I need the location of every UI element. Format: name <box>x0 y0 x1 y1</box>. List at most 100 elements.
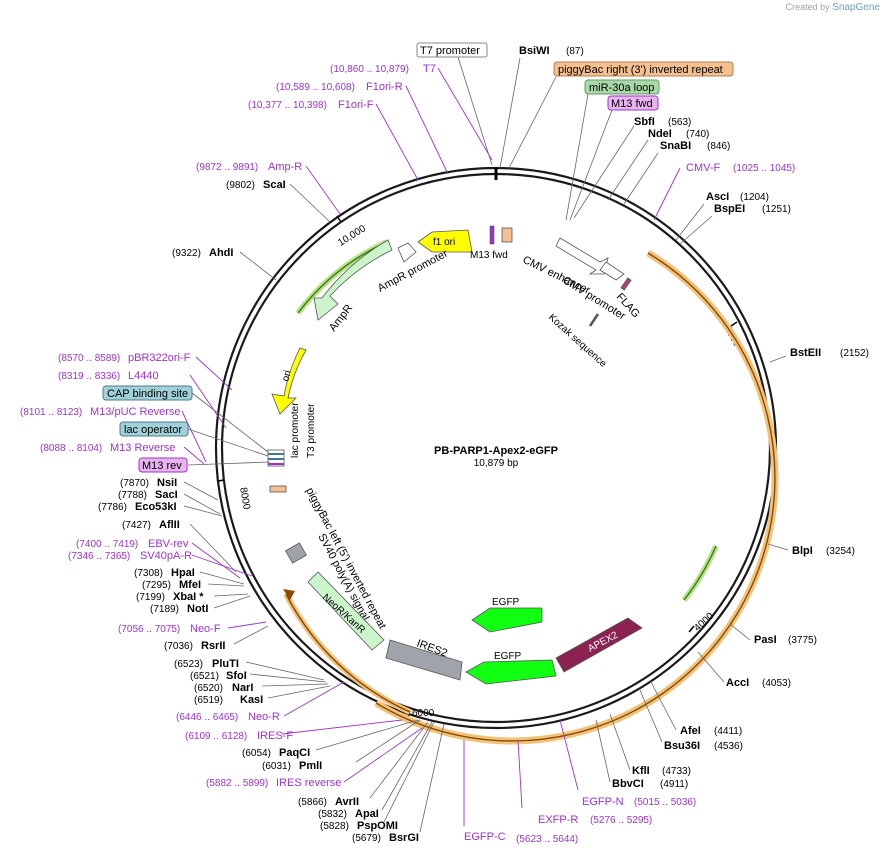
m13-rev-box[interactable] <box>138 457 188 473</box>
primer-m13rev-range: (8088 .. 8104) <box>40 443 102 454</box>
orf-arc-left-core <box>285 593 411 713</box>
line-m13rev <box>187 461 271 466</box>
enz-bbvci-name: BbvCI <box>612 778 644 790</box>
flag-box[interactable] <box>620 277 632 291</box>
line-ahdi <box>239 251 277 281</box>
t7-promoter-box[interactable] <box>416 42 488 58</box>
enz-bsu36i-name: Bsu36I <box>664 740 700 752</box>
enz-bspei-pos: (1251) <box>762 204 791 215</box>
ires2-bar[interactable] <box>385 639 463 681</box>
enz-nari-name: NarI <box>232 682 253 694</box>
primer-neo-r-name: Neo-R <box>248 711 280 723</box>
orf-arc-left-head <box>283 589 295 600</box>
mir30a-text: miR-30a loop <box>589 82 654 94</box>
pline-sv40 <box>191 554 253 577</box>
primer-pbr322-name: pBR322ori-F <box>128 352 191 364</box>
tick-4000-mark <box>688 625 695 633</box>
enz-pasi-pos: (3775) <box>788 635 817 646</box>
pline-neo-f <box>227 621 267 629</box>
pline-f1ori-f <box>375 103 419 181</box>
ori-label: ori <box>280 369 294 383</box>
f1-ori-arrow[interactable] <box>417 229 473 253</box>
enz-bsteii-pos: (2152) <box>840 348 869 359</box>
primer-m13puc-range: (8101 .. 8123) <box>20 407 82 418</box>
f1-ori-label: f1 ori <box>433 237 455 248</box>
primer-neo-r-range: (6446 .. 6465) <box>176 712 238 723</box>
piggybac-left-box[interactable] <box>269 485 287 493</box>
line-nari <box>261 683 329 687</box>
primer-cmv-f-name: CMV-F <box>686 162 721 174</box>
m13-fwd-text: M13 fwd <box>611 98 653 110</box>
enz-snabi-pos: (846) <box>707 141 730 152</box>
line-apai <box>381 721 433 811</box>
cap-site-text: CAP binding site <box>107 388 188 400</box>
m13-rev-text: M13 rev <box>142 460 182 472</box>
enz-eco53ki-pos: (7786) <box>98 502 127 513</box>
primer-cmv-f-range: (1025 .. 1045) <box>733 163 795 174</box>
m13-fwd-box[interactable] <box>607 95 659 111</box>
line-saci <box>183 493 221 515</box>
enz-eco53ki-name: Eco53kI <box>135 501 177 513</box>
enz-nsii-pos: (7870) <box>120 478 149 489</box>
primer-m13puc-name: M13/pUC Reverse <box>90 406 180 418</box>
sv40-polya-box[interactable] <box>285 542 307 564</box>
enz-bsiwi-pos: (87) <box>566 46 584 57</box>
enz-noti-name: NotI <box>187 603 208 615</box>
tick-10000-mark <box>336 215 342 223</box>
enz-pmli-name: PmlI <box>299 760 322 772</box>
enz-xbai-pos: (7199) <box>136 592 165 603</box>
pline-ebv <box>191 542 241 579</box>
egfp-lower-arrow[interactable] <box>465 659 557 685</box>
enz-kasi-name: KasI <box>240 694 263 706</box>
ampr-arrow[interactable] <box>313 239 393 321</box>
mir30a-box[interactable] <box>584 79 660 95</box>
enz-blpi-name: BlpI <box>792 545 813 557</box>
pline-neo-r <box>283 681 345 717</box>
enz-sfoi-pos: (6521) <box>190 671 219 682</box>
primer-f1ori-r-range: (10,589 .. 10,608) <box>276 82 355 93</box>
tick-10000-label: 10,000 <box>336 223 368 249</box>
enz-pmli-pos: (6031) <box>262 761 291 772</box>
ampr-promoter-arrow[interactable] <box>397 242 417 263</box>
cmv-enhancer-arrow[interactable] <box>555 237 609 275</box>
ori-arrow[interactable] <box>271 347 307 415</box>
enz-nsii-name: NsiI <box>157 477 177 489</box>
enz-apai-pos: (5832) <box>318 809 347 820</box>
primer-ires-f-name: IRES-F <box>257 730 293 742</box>
enz-asci-pos: (1204) <box>740 192 769 203</box>
apex2-arrow[interactable] <box>555 617 643 673</box>
line-pspomi <box>383 721 435 823</box>
enz-nari-pos: (6520) <box>194 683 223 694</box>
enz-paqci-name: PaqCI <box>279 747 310 759</box>
cmv-promoter-arrow[interactable] <box>599 261 625 281</box>
enz-acci-name: AccI <box>726 677 749 689</box>
primer-labels: (10,860 .. 10,879) T7 (10,589 .. 10,608)… <box>20 63 795 845</box>
cap-site-box[interactable] <box>102 385 193 401</box>
piggybac-right-box[interactable] <box>501 227 513 243</box>
primer-egfp-c-name: EGFP-C <box>464 831 506 843</box>
pline-ires-rev <box>343 727 423 783</box>
line-pasi <box>729 623 751 641</box>
line-mir30a <box>565 93 589 221</box>
enz-sbfi-pos: (563) <box>668 117 691 128</box>
line-snabi <box>623 152 659 205</box>
enz-rsrii-name: RsrII <box>201 640 225 652</box>
line-sfoi <box>249 673 327 683</box>
enz-kasi-pos: (6519) <box>194 695 223 706</box>
line-piggybac-right <box>507 76 557 171</box>
plasmid-name: PB-PARP1-Apex2-eGFP <box>434 445 558 457</box>
piggybac-right-label-box[interactable] <box>553 61 734 77</box>
plasmid-length: 10,879 bp <box>474 458 519 469</box>
egfp-upper-arrow[interactable] <box>471 607 543 633</box>
m13-fwd-inner-box[interactable] <box>489 225 495 245</box>
primer-amp-r-range: (9872 .. 9891) <box>196 162 258 173</box>
line-pmli <box>355 719 421 763</box>
pline-amp-r <box>305 165 341 215</box>
lac-operator-box[interactable] <box>119 421 189 437</box>
primer-t7-range: (10,860 .. 10,879) <box>330 64 409 75</box>
line-bsiwi <box>499 57 521 169</box>
line-bsrgi <box>419 723 445 833</box>
leader-lines <box>183 56 789 833</box>
neor-kanr-arrow[interactable] <box>307 571 385 651</box>
